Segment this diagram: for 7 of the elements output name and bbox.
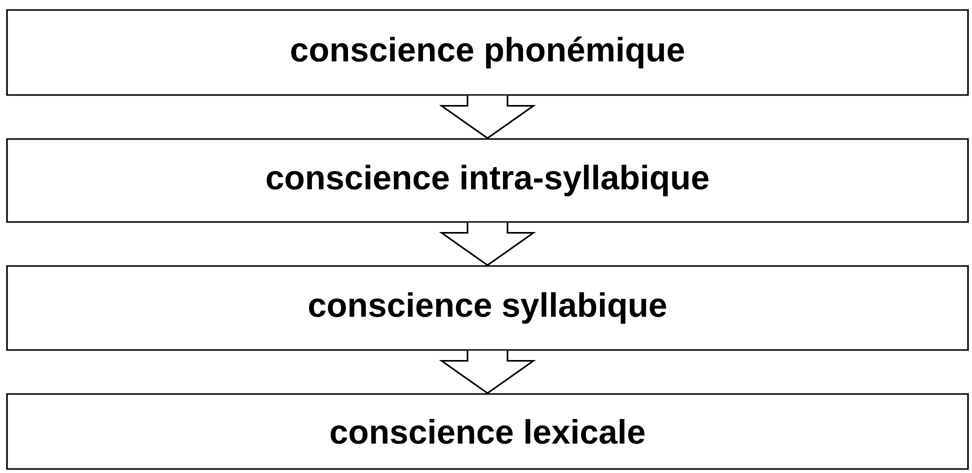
process-box: conscience lexicale — [6, 393, 969, 470]
block-arrow — [438, 222, 536, 266]
process-box: conscience syllabique — [6, 265, 969, 351]
process-box: conscience phonémique — [6, 9, 969, 96]
block-arrow — [438, 350, 536, 394]
block-arrow — [438, 95, 536, 140]
process-box: conscience intra-syllabique — [6, 138, 969, 223]
